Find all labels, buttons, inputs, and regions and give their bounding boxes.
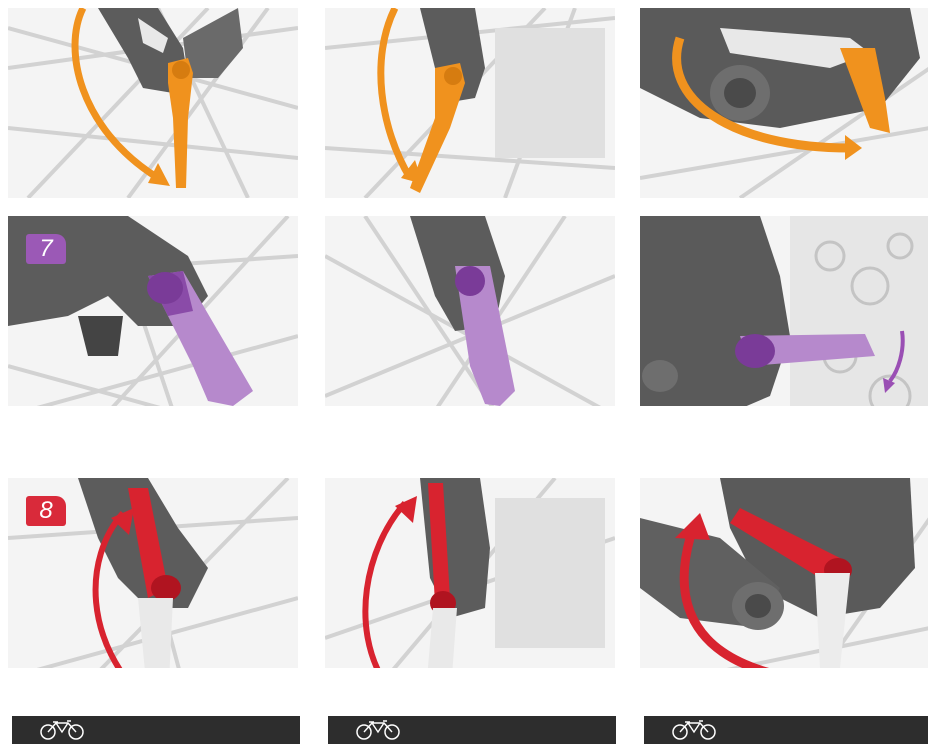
fork-dropout-illustration (325, 8, 615, 198)
instruction-panel-row3-col1: 8 (8, 478, 298, 668)
instruction-panel-row2-col2 (325, 216, 615, 406)
instruction-panel-row1-col3 (640, 8, 928, 198)
bicycle-icon (354, 720, 402, 740)
instruction-panel-row3-col2 (325, 478, 615, 668)
fork-dropout-illustration (325, 216, 615, 406)
fork-dropout-illustration (640, 8, 928, 198)
footer-bar-col2 (328, 716, 616, 744)
fork-dropout-illustration (640, 478, 928, 668)
instruction-panel-row1-col2 (325, 8, 615, 198)
instruction-panel-row1-col1 (8, 8, 298, 198)
instruction-panel-row2-col3 (640, 216, 928, 406)
bicycle-icon (670, 720, 718, 740)
step-number-badge: 8 (26, 496, 66, 526)
bicycle-icon (38, 720, 86, 740)
step-number-badge: 7 (26, 234, 66, 264)
instruction-panel-row3-col3 (640, 478, 928, 668)
fork-dropout-illustration (640, 216, 928, 406)
footer-bar-col3 (644, 716, 928, 744)
fork-dropout-illustration (8, 8, 298, 198)
instruction-panel-row2-col1: 7 (8, 216, 298, 406)
fork-dropout-illustration (325, 478, 615, 668)
footer-bar-col1 (12, 716, 300, 744)
